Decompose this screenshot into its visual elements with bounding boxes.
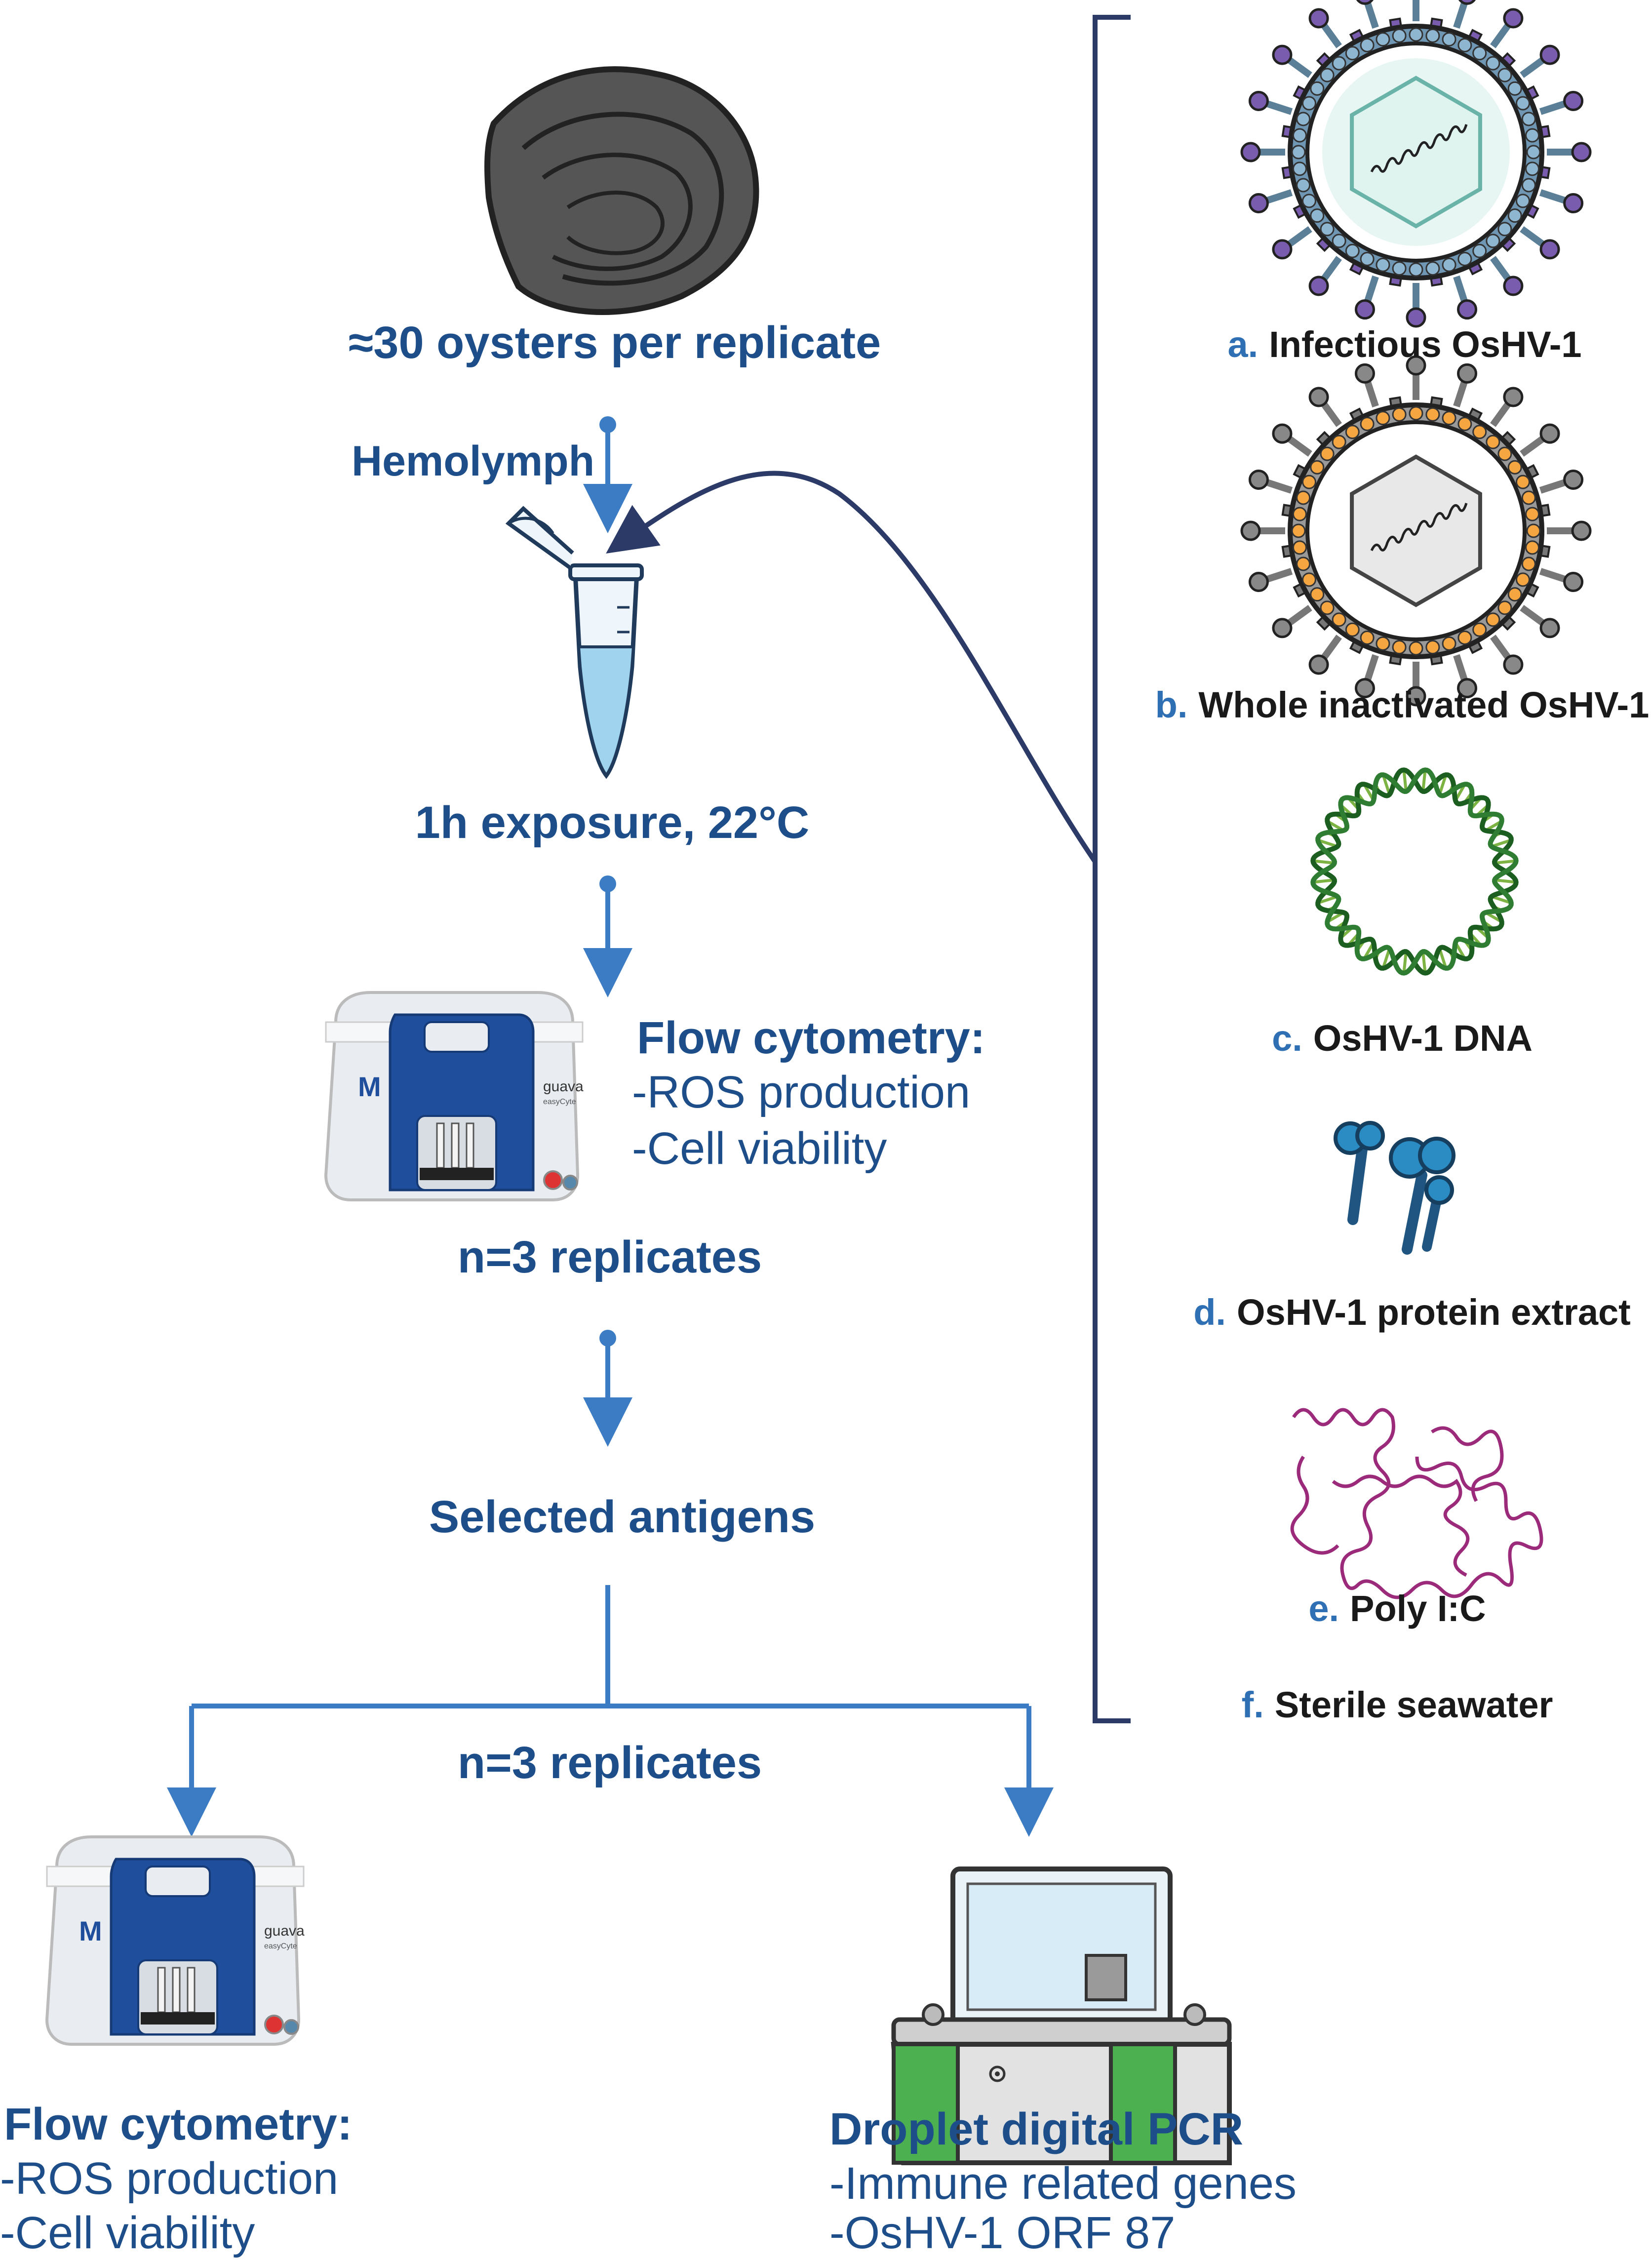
replicates-label-1: n=3 replicates [457,1232,762,1282]
pcr-item-orf: -OsHV-1 ORF 87 [829,2208,1176,2258]
flow2-item-viability: -Cell viability [0,2208,255,2258]
flow1-title: Flow cytometry: [637,1013,985,1063]
svg-text:guava: guava [264,1923,305,1939]
flow1-item-viability: -Cell viability [632,1123,887,1174]
antigen-c-label: c.OsHV-1 DNA [1272,1018,1533,1059]
antigen-b-label: b.Whole inactivated OsHV-1 [1155,684,1650,725]
step-arrow-hemolymph [583,416,632,533]
svg-text:guava: guava [543,1078,584,1095]
svg-text:easyCyte: easyCyte [264,1942,297,1950]
flow2-item-ros: -ROS production [0,2153,339,2204]
selected-antigens-label: Selected antigens [429,1492,816,1542]
protein-icon [1334,1121,1455,1255]
antigen-bracket [606,15,1131,1723]
antigen-a-label: a.Infectious OsHV-1 [1227,324,1582,365]
step-arrow-exposure [583,875,632,997]
poly-ic-icon [1290,1408,1543,1599]
tube-icon [505,506,644,779]
ddpcr-machine-icon [891,1866,1232,2165]
step-arrow-replicates [583,1330,632,1447]
infectious-virus-icon [1240,0,1592,328]
svg-text:M: M [79,1915,102,1946]
oyster-icon [484,66,759,315]
pcr-item-genes: -Immune related genes [829,2158,1297,2209]
inactivated-virus-icon [1240,355,1592,707]
split-connector [167,1585,1054,1837]
flow1-item-ros: -ROS production [632,1067,971,1117]
oysters-label: ≈30 oysters per replicate [348,318,881,368]
hemolymph-label: Hemolymph [352,437,595,485]
antigen-d-label: d.OsHV-1 protein extract [1193,1292,1631,1333]
dna-ring-icon [1310,767,1519,976]
svg-text:easyCyte: easyCyte [543,1098,576,1106]
flow2-title: Flow cytometry: [4,2099,353,2149]
exposure-label: 1h exposure, 22°C [415,797,810,848]
replicates-label-2: n=3 replicates [457,1738,762,1788]
svg-text:M: M [358,1071,381,1102]
pcr-title: Droplet digital PCR [829,2104,1244,2154]
antigen-f-label: f.Sterile seawater [1241,1684,1553,1725]
antigen-e-label: e.Poly I:C [1308,1588,1486,1629]
